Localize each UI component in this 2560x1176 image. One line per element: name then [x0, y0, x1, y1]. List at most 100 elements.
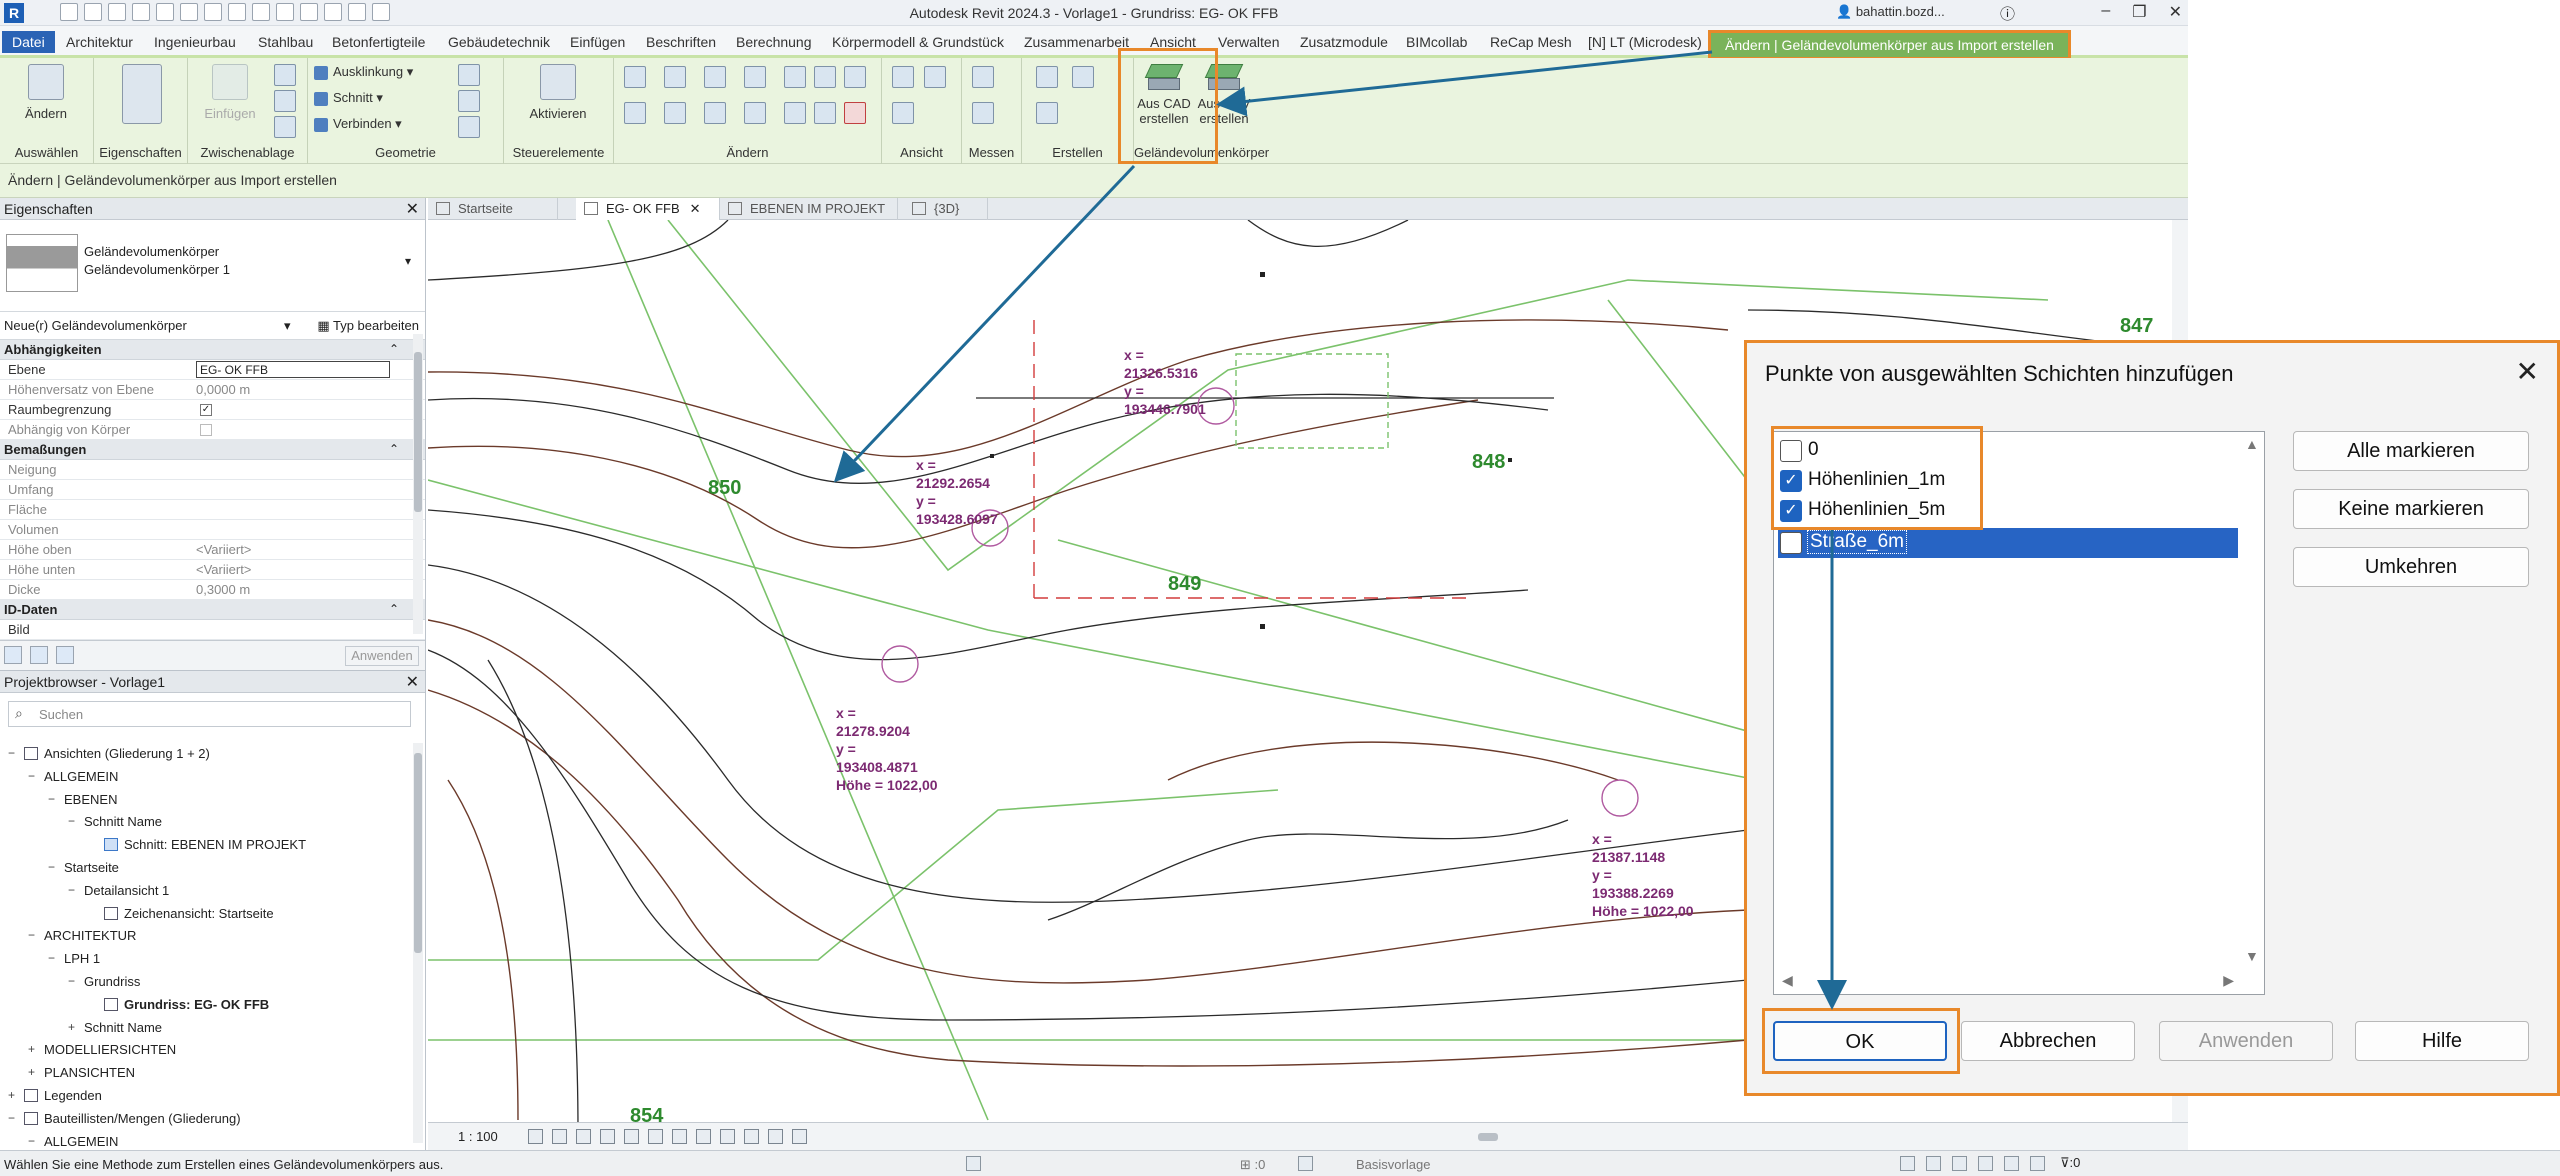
browser-scrollbar[interactable] — [413, 743, 423, 1143]
close-icon[interactable]: ✕ — [2515, 356, 2539, 387]
canvas-horizontal-scrollbar[interactable] — [858, 1133, 2158, 1141]
tree-node[interactable]: −Bauteillisten/Mengen (Gliederung) — [0, 1108, 410, 1131]
paint-icon[interactable] — [458, 64, 480, 86]
split-face-icon[interactable] — [458, 90, 480, 112]
category-bemassungen[interactable]: Bemaßungen⌃ — [0, 440, 425, 460]
copy-icon[interactable] — [274, 90, 296, 112]
shadows-icon[interactable] — [600, 1129, 615, 1144]
view-scale[interactable]: 1 : 100 — [458, 1129, 498, 1144]
layer-checkbox[interactable] — [1780, 440, 1802, 462]
tab-betonfertigteile[interactable]: Betonfertigteile — [332, 34, 426, 50]
from-cad-button[interactable]: Aus CAD erstellen — [1134, 64, 1194, 126]
tab-stahlbau[interactable]: Stahlbau — [258, 34, 314, 50]
detail-level-icon[interactable] — [528, 1129, 543, 1144]
invert-button[interactable]: Umkehren — [2293, 547, 2529, 587]
tree-node[interactable]: −Grundriss — [0, 971, 410, 994]
apply-button[interactable]: Anwenden — [345, 646, 419, 666]
raumbegrenzung-checkbox[interactable]: ✓ — [200, 404, 212, 416]
scroll-right-icon[interactable]: ▶ — [2223, 972, 2234, 988]
collapse-icon[interactable]: − — [48, 951, 56, 966]
main-model-icon[interactable] — [1298, 1156, 1313, 1171]
view-tab-ebenen[interactable]: EBENEN IM PROJEKT — [720, 198, 898, 220]
split-icon[interactable] — [784, 66, 806, 88]
thin-lines-icon[interactable] — [324, 3, 342, 21]
linework-icon[interactable] — [892, 102, 914, 124]
layer-checkbox[interactable]: ✓ — [1780, 470, 1802, 492]
align-icon[interactable] — [624, 66, 646, 88]
modify-button[interactable]: Ändern — [16, 64, 76, 121]
sort-category-icon[interactable] — [4, 646, 22, 664]
tab-lt-microdesk[interactable]: [N] LT (Microdesk) — [1588, 34, 1702, 50]
tab-datei[interactable]: Datei — [2, 31, 55, 53]
category-id-daten[interactable]: ID-Daten⌃ — [0, 600, 425, 620]
tree-node[interactable]: +Schnitt Name — [0, 1017, 410, 1040]
select-pinned-icon[interactable] — [1952, 1156, 1967, 1171]
instance-filter[interactable]: Neue(r) Geländevolumenkörper▾ — [4, 318, 291, 333]
offset-icon[interactable] — [664, 66, 686, 88]
tab-ingenieurbau[interactable]: Ingenieurbau — [154, 34, 236, 50]
close-tab-icon[interactable]: ✕ — [689, 201, 701, 216]
view-tab-3d[interactable]: {3D} — [904, 198, 988, 220]
paste-button[interactable]: Einfügen — [200, 64, 260, 121]
tree-node[interactable]: Zeichenansicht: Startseite — [0, 903, 410, 926]
layer-item[interactable]: 0 — [1778, 436, 2238, 466]
tab-einfuegen[interactable]: Einfügen — [570, 34, 626, 50]
expand-icon[interactable]: + — [28, 1065, 36, 1080]
properties-button[interactable] — [112, 64, 172, 130]
tree-node[interactable]: −EBENEN — [0, 789, 410, 812]
scroll-down-icon[interactable]: ▼ — [2245, 948, 2259, 964]
copy-element-icon[interactable] — [664, 102, 686, 124]
open-icon[interactable] — [60, 3, 78, 21]
browser-search-input[interactable]: ⌕ Suchen — [8, 701, 411, 727]
mirror-draw-icon[interactable] — [744, 66, 766, 88]
chevron-down-icon[interactable]: ▾ — [404, 254, 411, 268]
save-icon[interactable] — [84, 3, 102, 21]
view-tab-eg-ok-ffb[interactable]: EG- OK FFB✕ — [576, 198, 720, 220]
category-abhaengigkeiten[interactable]: Abhängigkeiten⌃ — [0, 340, 425, 360]
tree-node[interactable]: +PLANSICHTEN — [0, 1062, 410, 1085]
trim-icon[interactable] — [744, 102, 766, 124]
rotate-icon[interactable] — [704, 102, 726, 124]
sun-path-icon[interactable] — [576, 1129, 591, 1144]
collapse-icon[interactable]: − — [48, 791, 56, 806]
pin-icon[interactable] — [844, 66, 866, 88]
view-tab-startseite[interactable]: Startseite — [428, 198, 558, 220]
collapse-icon[interactable]: − — [68, 814, 76, 829]
tab-koerpermodell[interactable]: Körpermodell & Grundstück — [832, 34, 1004, 50]
tree-node[interactable]: −Schnitt Name — [0, 811, 410, 834]
tab-berechnung[interactable]: Berechnung — [736, 34, 812, 50]
cope-button[interactable]: Ausklinkung ▾ — [314, 64, 413, 80]
design-option[interactable]: Basisvorlage — [1356, 1157, 1431, 1172]
collapse-icon[interactable]: − — [68, 882, 76, 897]
collapse-icon[interactable]: − — [28, 1133, 36, 1148]
scroll-up-icon[interactable]: ▲ — [2245, 436, 2259, 452]
3d-view-icon[interactable] — [276, 3, 294, 21]
select-all-button[interactable]: Alle markieren — [2293, 431, 2529, 471]
visual-style-icon[interactable] — [552, 1129, 567, 1144]
measure-icon[interactable] — [204, 3, 222, 21]
measure-distance-icon[interactable] — [972, 66, 994, 88]
create-assembly-icon[interactable] — [1036, 102, 1058, 124]
workset-icon[interactable] — [966, 1156, 981, 1171]
close-hidden-icon[interactable] — [348, 3, 366, 21]
text-icon[interactable] — [252, 3, 270, 21]
collapse-icon[interactable]: ⌃ — [388, 342, 399, 356]
expand-icon[interactable]: + — [68, 1019, 76, 1034]
unlock-3d-icon[interactable] — [672, 1129, 687, 1144]
tab-zusatzmodule[interactable]: Zusatzmodule — [1300, 34, 1388, 50]
create-parts-icon[interactable] — [1036, 66, 1058, 88]
tree-node[interactable]: −LPH 1 — [0, 948, 410, 971]
collapse-icon[interactable]: − — [48, 859, 56, 874]
tree-node[interactable]: +Legenden — [0, 1085, 410, 1108]
layer-item[interactable]: ✓Höhenlinien_1m — [1778, 466, 2238, 496]
close-icon[interactable]: ✕ — [2168, 4, 2182, 21]
tab-recap-mesh[interactable]: ReCap Mesh — [1490, 34, 1572, 50]
list-horizontal-scrollbar[interactable]: ◀ ▶ — [1776, 972, 2240, 992]
drag-on-select-icon[interactable] — [2004, 1156, 2019, 1171]
filter-count[interactable]: ⊽:0 — [2060, 1155, 2081, 1170]
collapse-icon[interactable]: − — [68, 973, 76, 988]
tab-architektur[interactable]: Architektur — [66, 34, 133, 50]
tab-verwalten[interactable]: Verwalten — [1218, 34, 1280, 50]
collapse-icon[interactable]: − — [28, 928, 36, 943]
dimension-aligned-icon[interactable] — [972, 102, 994, 124]
